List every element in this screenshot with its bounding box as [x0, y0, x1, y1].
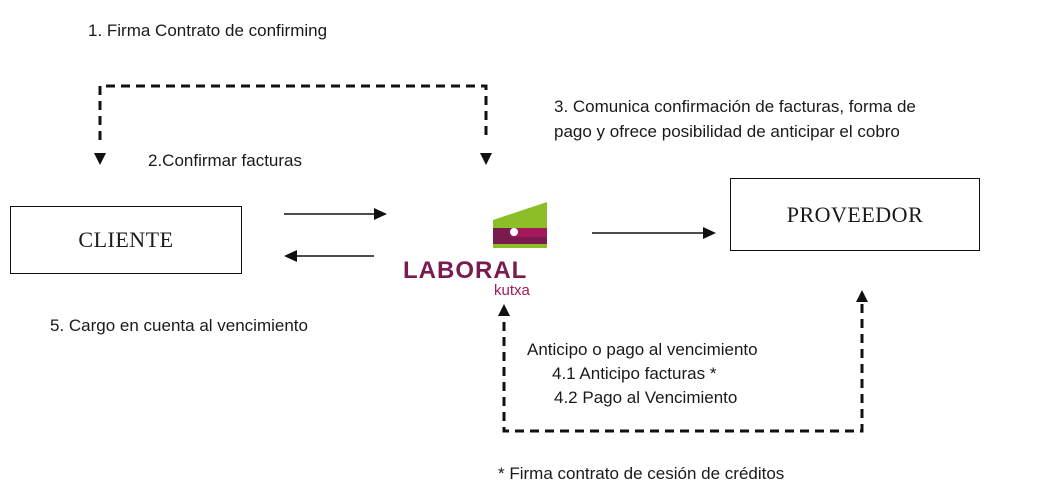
step1-label: 1. Firma Contrato de confirming — [88, 21, 328, 40]
client-box: CLIENTE — [10, 206, 242, 274]
step3-label-line2: pago y ofrece posibilidad de anticipar e… — [554, 122, 900, 141]
payment-arrowhead-supplier — [856, 290, 868, 302]
payment-arrowhead-bank — [498, 304, 510, 316]
step5-label: 5. Cargo en cuenta al vencimiento — [50, 316, 308, 335]
logo-brand-text: LABORAL — [403, 257, 528, 284]
step4-1-label: 4.1 Anticipo facturas * — [552, 364, 717, 383]
logo-sub-text: kutxa — [494, 282, 530, 299]
contract-dashed-connector — [98, 84, 488, 140]
bank-to-client-arrow — [284, 250, 374, 262]
supplier-label: PROVEEDOR — [786, 201, 924, 227]
payment-dashed-connector — [502, 304, 864, 433]
client-to-bank-arrow — [284, 208, 387, 220]
step2-label: 2.Confirmar facturas — [148, 151, 302, 170]
step3-label-line1: 3. Comunica confirmación de facturas, fo… — [554, 97, 916, 116]
logo-symbol-icon — [510, 228, 518, 236]
step4-title: Anticipo o pago al vencimiento — [527, 340, 758, 359]
laboral-kutxa-logo-mark — [493, 202, 547, 248]
contract-arrowhead-left — [94, 153, 106, 165]
supplier-box: PROVEEDOR — [730, 178, 980, 251]
client-label: CLIENTE — [78, 227, 174, 252]
bank-to-supplier-arrow — [592, 227, 716, 239]
contract-arrowhead-right — [480, 153, 492, 165]
logo-magenta-accent — [511, 228, 547, 237]
footnote: * Firma contrato de cesión de créditos — [498, 464, 785, 483]
step4-2-label: 4.2 Pago al Vencimiento — [554, 388, 738, 407]
